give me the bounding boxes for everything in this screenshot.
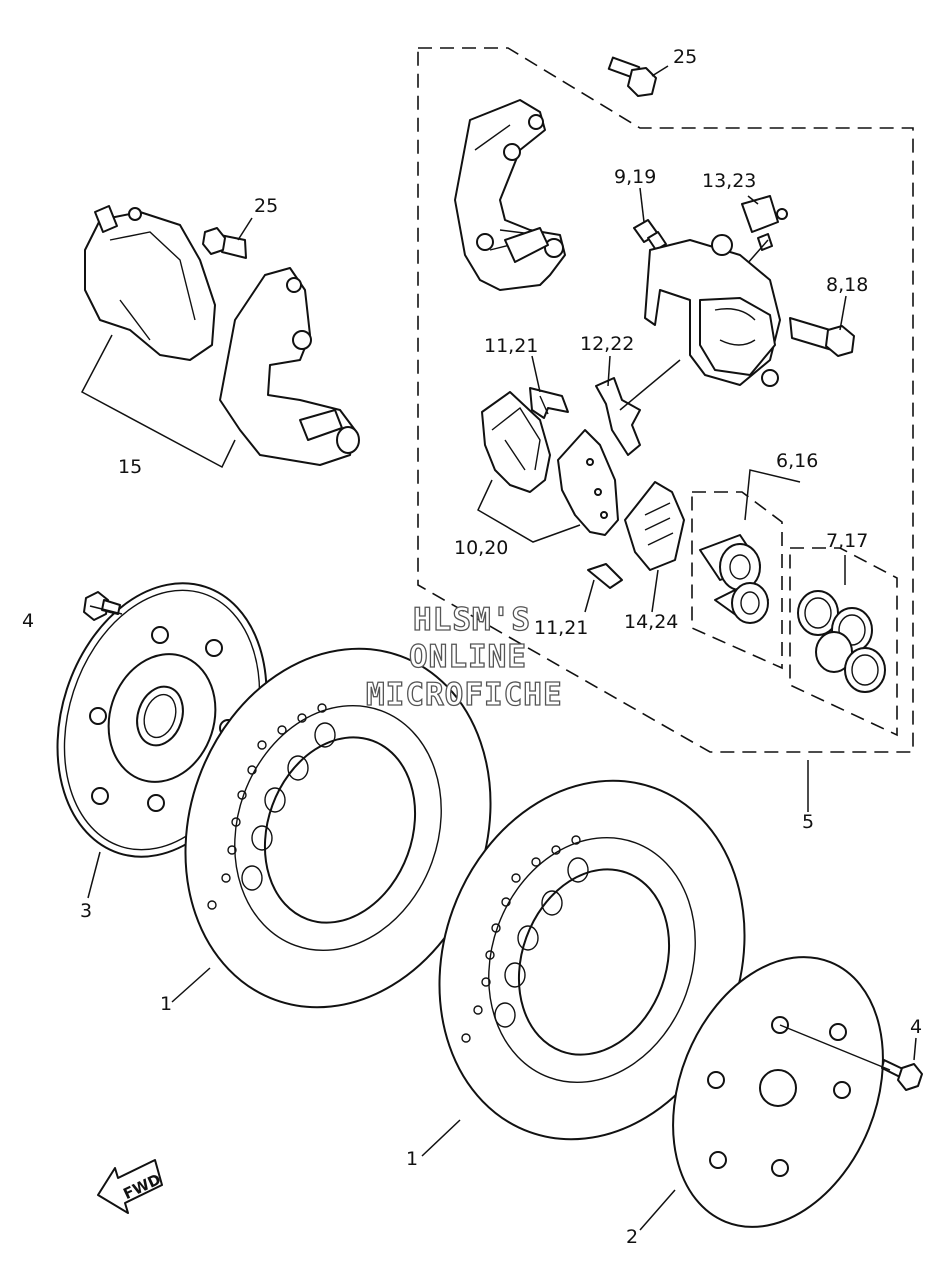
leader-lines [87,65,917,1231]
pad-clip-upper-icon [529,387,569,419]
watermark-line-1: HLSM'S [413,602,531,638]
pad-clip-lower-icon [587,563,623,589]
callout-14-24: 14,24 [624,611,678,633]
brake-pad-outer-icon [481,391,551,493]
callout-1-right: 1 [406,1148,418,1170]
pad-pin-plug-icon [739,195,788,273]
callout-4-left: 4 [22,610,34,632]
callout-2: 2 [626,1226,638,1248]
caliper-bracket-icon [454,99,566,291]
callout-labels: 25 25 9,19 13,23 8,18 11,21 12,22 15 6,1… [22,46,922,1248]
callout-10-20: 10,20 [454,537,508,559]
caliper-piston-icon [699,534,769,624]
hub-bolt-right-icon [881,1059,923,1091]
forward-direction-icon: FWD [97,1159,164,1214]
callout-3: 3 [80,900,92,922]
left-caliper-bracket-icon [219,267,360,466]
callout-12-22: 12,22 [580,333,634,355]
brake-pad-inner-icon [557,429,619,536]
callout-25-top: 25 [673,46,697,68]
hub-bolt-left-icon [83,591,121,621]
piston-seal-icon [797,590,886,693]
callout-8-18: 8,18 [826,274,868,296]
callout-7-17: 7,17 [826,530,868,552]
watermark-line-2: ONLINE [409,639,527,675]
callout-11-21-bottom: 11,21 [534,617,588,639]
caliper-assembly-outline [417,47,914,753]
callout-15: 15 [118,456,142,478]
callout-11-21-top: 11,21 [484,335,538,357]
watermark: HLSM'S ONLINE MICROFICHE [365,601,563,713]
caliper-bracket-bolt-icon [607,56,657,97]
bleed-screw-icon [633,219,667,251]
callout-4-right: 4 [910,1016,922,1038]
callout-5: 5 [802,811,814,833]
caliper-slide-pin-bolt-icon [789,317,855,357]
hub-plate-right-icon [672,956,884,1228]
brake-disc-left-icon [184,647,492,1009]
pad-spring-icon [595,359,681,456]
callout-6-16: 6,16 [776,450,818,472]
callout-13-23: 13,23 [702,170,756,192]
brake-disc-right-icon [438,779,746,1141]
watermark-line-3: MICROFICHE [366,677,563,713]
left-caliper-assembly-icon [84,205,247,361]
caliper-15-bracket-lines [80,334,236,469]
callout-1-left: 1 [160,993,172,1015]
callout-9-19: 9,19 [614,166,656,188]
caliper-body-icon [644,234,781,387]
callout-25-left: 25 [254,195,278,217]
pad-shim-icon [624,481,685,571]
